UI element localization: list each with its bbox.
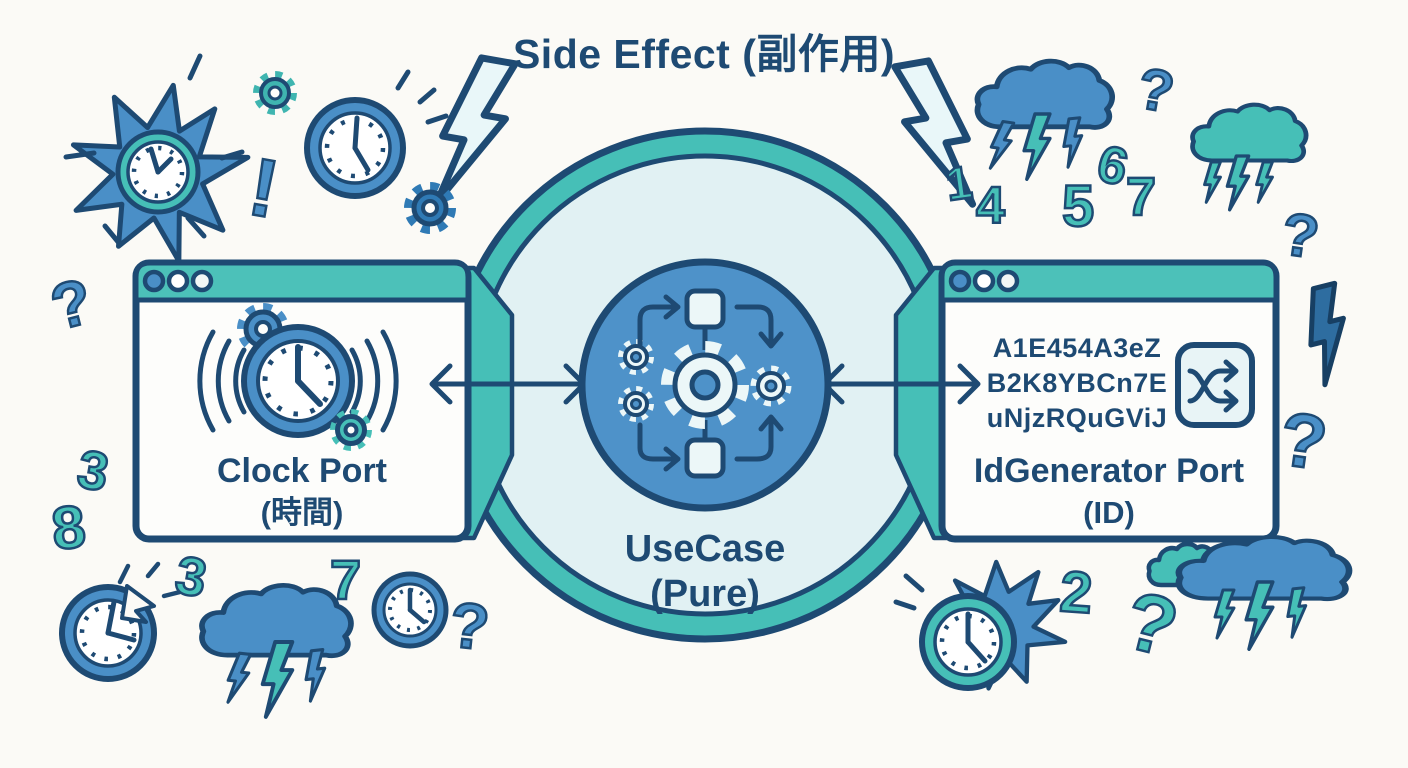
question-mark-icon: ? [445,587,494,665]
clock-icon [241,324,355,438]
id-sample-text: A1E454A3eZ B2K8YBCn7E uNjzRQuGViJ [952,331,1202,436]
clock-port-label: Clock Port (時間) [136,452,468,531]
burst-clock-icon [893,536,1089,709]
idgenerator-port-window [938,259,1280,543]
process-flow-icon [618,288,792,479]
scattered-number: 8 [47,491,90,564]
window-dot [166,269,190,293]
gear-icon [253,71,297,115]
idgenerator-port-label: IdGenerator Port (ID) [942,452,1276,531]
idgenerator-port-label-line2: (ID) [1083,495,1135,531]
window-dot [190,269,214,293]
broken-clock-icon [59,561,183,682]
shuffle-icon [1175,342,1255,428]
sound-waves-icon [197,329,399,433]
scattered-number: 5 [1061,174,1096,239]
usecase-label-line2: (Pure) [650,572,760,615]
window-titlebar [133,260,471,303]
window-dot [972,269,996,293]
scattered-number: 2 [1057,558,1096,628]
gear-icon [330,409,372,451]
id-sample-line: A1E454A3eZ [992,333,1162,363]
window-dot [948,269,972,293]
idgenerator-port-label-line1: IdGenerator Port [973,452,1245,490]
storm-cloud-icon [1193,105,1306,212]
usecase-label: UseCase (Pure) [545,527,865,617]
lightning-icon [431,54,515,211]
window-dot [142,269,166,293]
lightning-icon [1298,283,1358,385]
scattered-number: 4 [975,177,1006,235]
clock-icon [371,571,449,649]
clock-icon [304,69,449,199]
storm-cloud-icon [977,61,1112,181]
gear-icon [661,341,749,429]
clock-port-label-line1: Clock Port [216,452,388,490]
window-dot [996,269,1020,293]
window-titlebar [939,260,1279,303]
gear-icon [750,365,792,407]
diagram-title: Side Effect (副作用) [512,31,896,77]
scattered-number: 7 [329,548,363,611]
storm-cloud-icon [202,585,351,719]
burst-clock-icon [57,53,258,270]
usecase-label-line1: UseCase [624,528,786,570]
usecase-circle [578,258,832,512]
gear-icon [618,386,654,422]
scattered-number: 7 [1125,167,1158,227]
id-sample-line: B2K8YBCn7E [986,368,1168,399]
clock-port-icon [197,303,399,451]
gear-icon [618,339,654,375]
gear-icon [404,182,456,234]
id-sample-line: uNjzRQuGViJ [986,403,1168,434]
clock-port-label-line2: (時間) [260,495,344,531]
